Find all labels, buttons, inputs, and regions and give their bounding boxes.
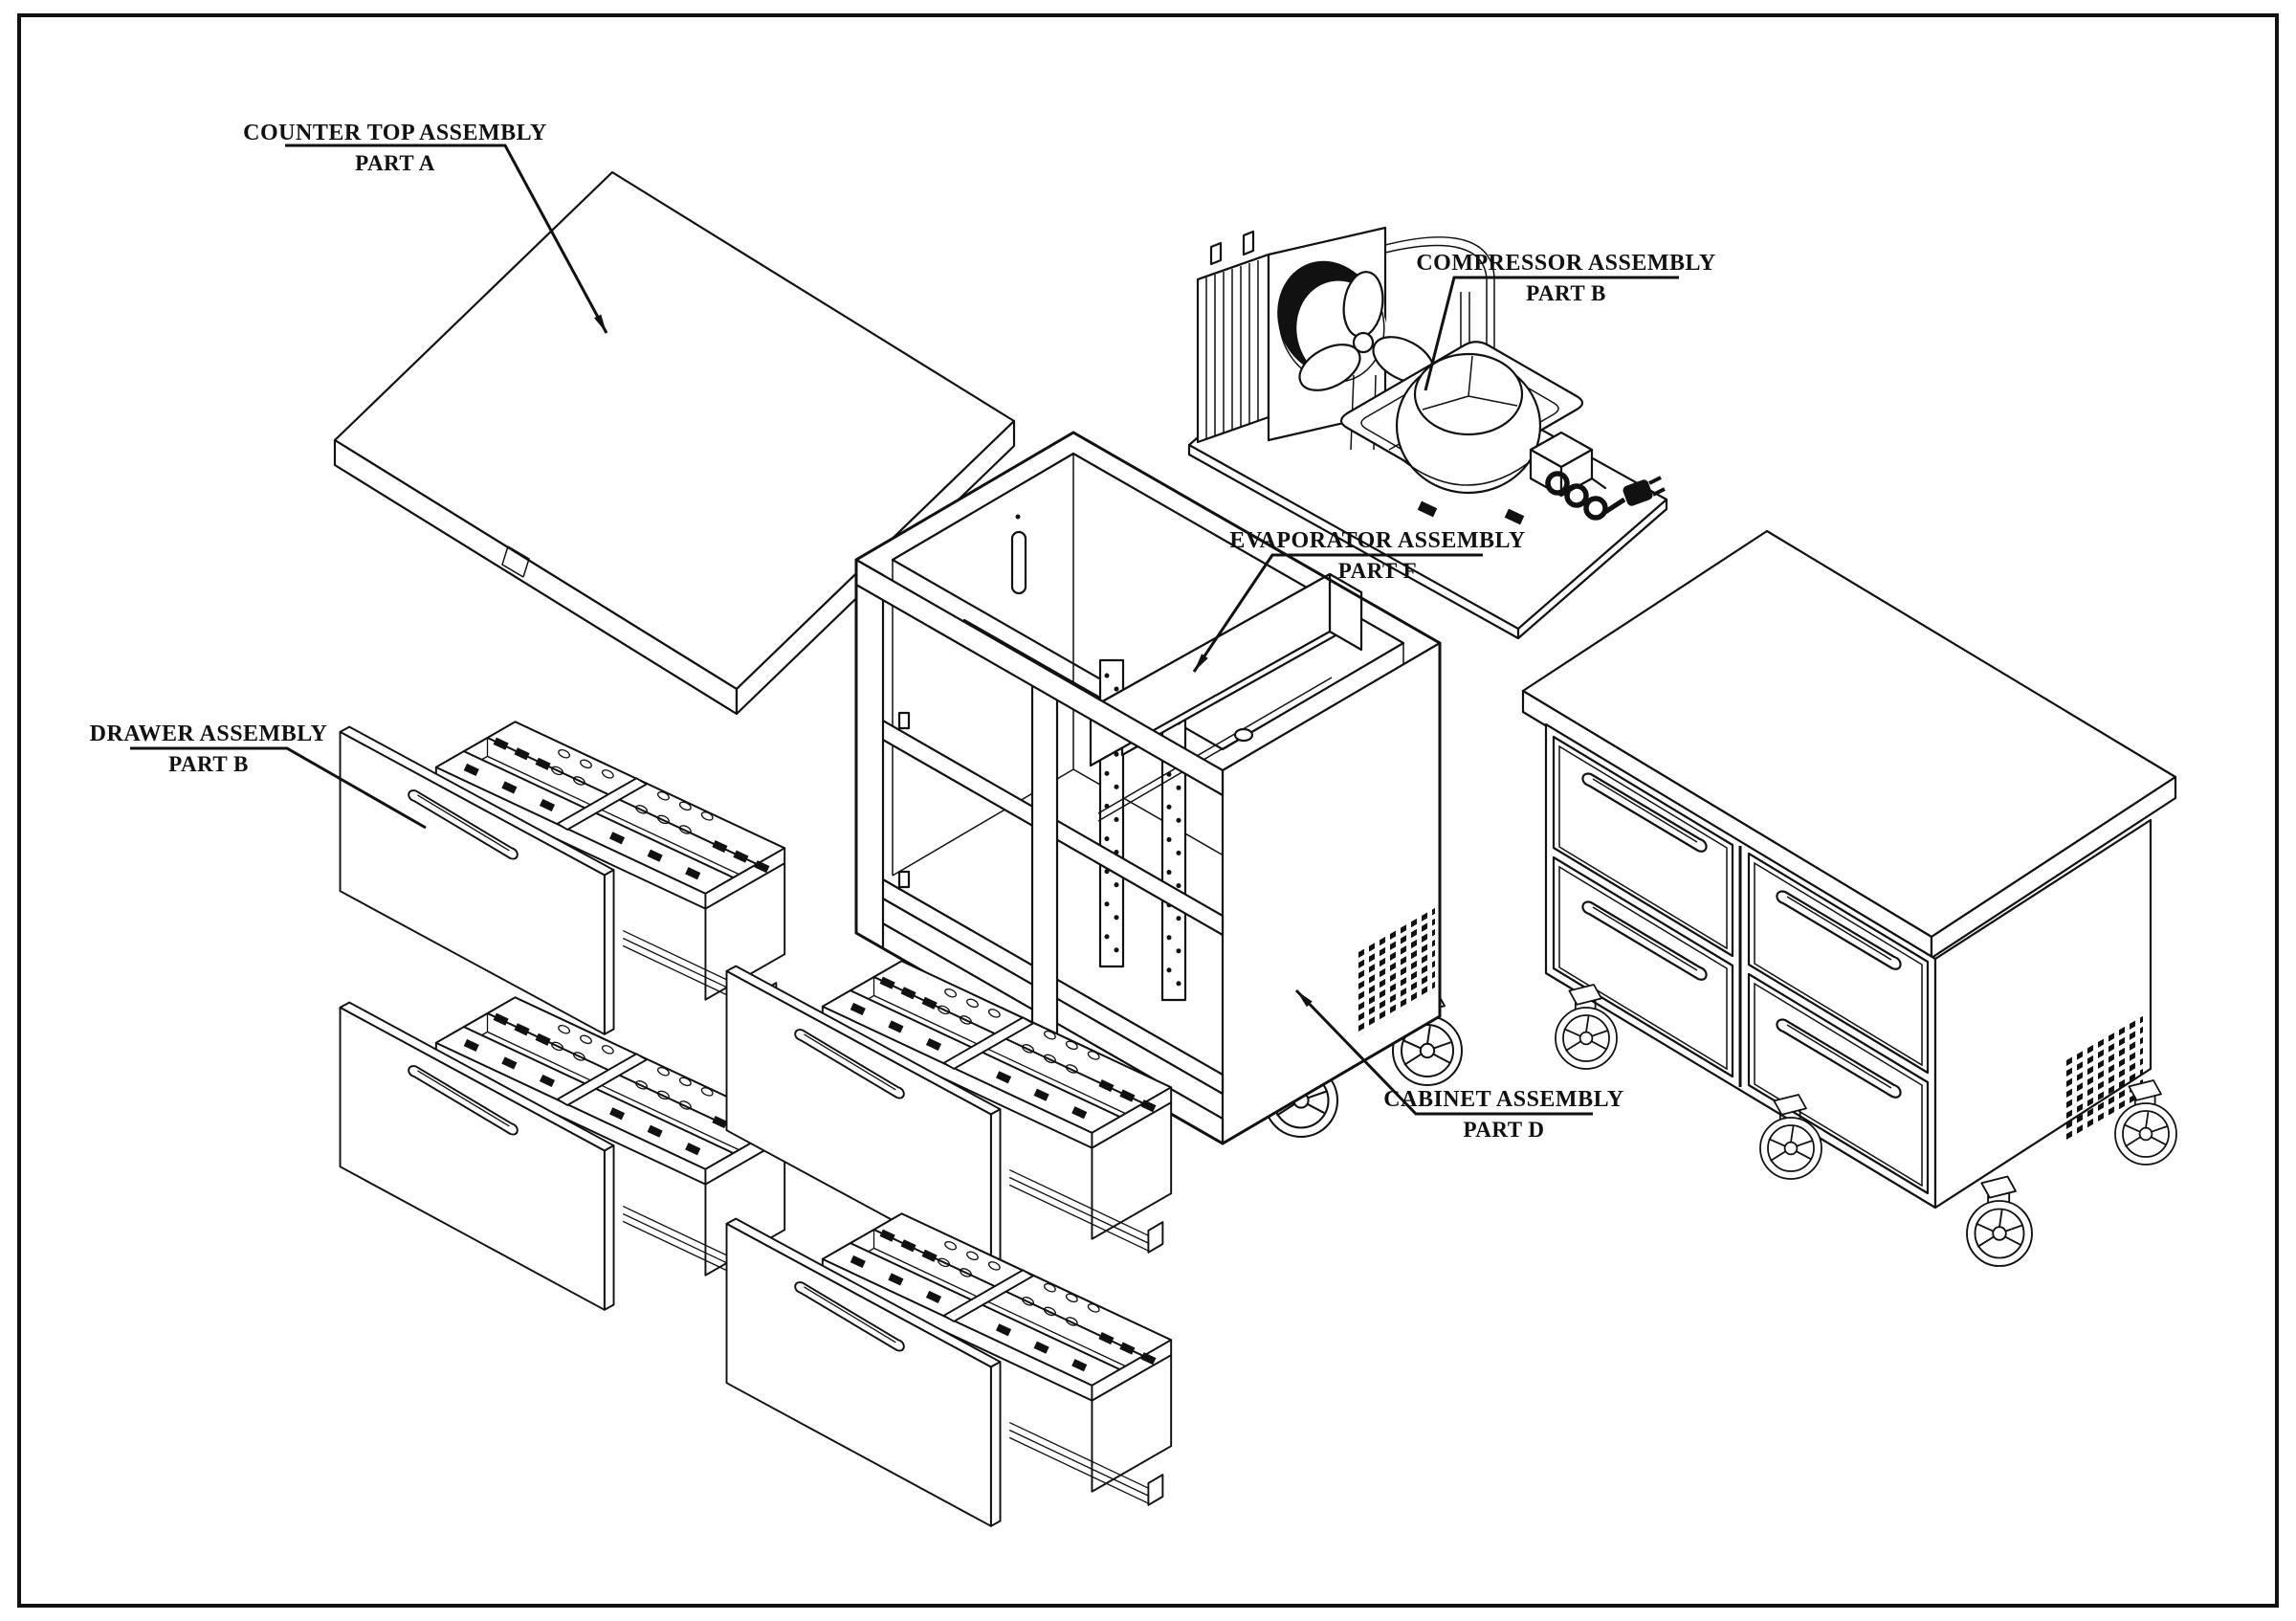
callouts: COUNTER TOP ASSEMBLY PART A COMPRESSOR A… [90, 121, 1716, 1142]
evaporator-support [1097, 677, 1333, 822]
drawing-border [17, 13, 2279, 1608]
callout-title: COUNTER TOP ASSEMBLY [243, 121, 547, 145]
callout-part: PART F [1338, 559, 1417, 583]
callout-title: CABINET ASSEMBLY [1383, 1087, 1623, 1112]
wall-slot [1010, 530, 1027, 595]
callout-title: EVAPORATOR ASSEMBLY [1229, 528, 1525, 553]
callout-evaporator: EVAPORATOR ASSEMBLY PART F [1192, 528, 1525, 673]
callout-compressor: COMPRESSOR ASSEMBLY PART B [1416, 251, 1715, 391]
callout-part: PART B [168, 752, 249, 776]
unit-side-panel [1933, 818, 2152, 1210]
junction-box [1529, 431, 1594, 498]
vent-grille [2066, 1015, 2143, 1141]
vent-grille [1358, 907, 1435, 1036]
unit-drawer-fronts [1552, 735, 1930, 1195]
drawer-assembly [341, 722, 785, 1033]
compressor-dome [1395, 352, 1542, 525]
drain-fitting [1233, 727, 1254, 743]
plug-prongs [1648, 476, 1666, 497]
callout-cabinet: CABINET ASSEMBLY PART D [1294, 988, 1623, 1142]
callout-drawer: DRAWER ASSEMBLY PART B [90, 722, 427, 830]
power-cord [1545, 471, 1666, 521]
drawer-assembly [341, 997, 785, 1309]
drawer-assembly [727, 1213, 1172, 1525]
evaporator-assembly [1089, 572, 1363, 822]
callout-counter-top: COUNTER TOP ASSEMBLY PART A [243, 121, 608, 334]
assembled-unit [1521, 529, 2177, 1267]
caster [1966, 1175, 2033, 1267]
callout-title: COMPRESSOR ASSEMBLY [1416, 251, 1715, 276]
condenser-fan [1267, 226, 1435, 451]
compressor-assembly [1187, 226, 1668, 640]
callout-part: PART B [1526, 281, 1606, 305]
callout-part: PART D [1463, 1118, 1544, 1142]
callout-part: PART A [355, 151, 435, 175]
counter-top-notch [501, 545, 530, 578]
callout-title: DRAWER ASSEMBLY [90, 722, 328, 746]
